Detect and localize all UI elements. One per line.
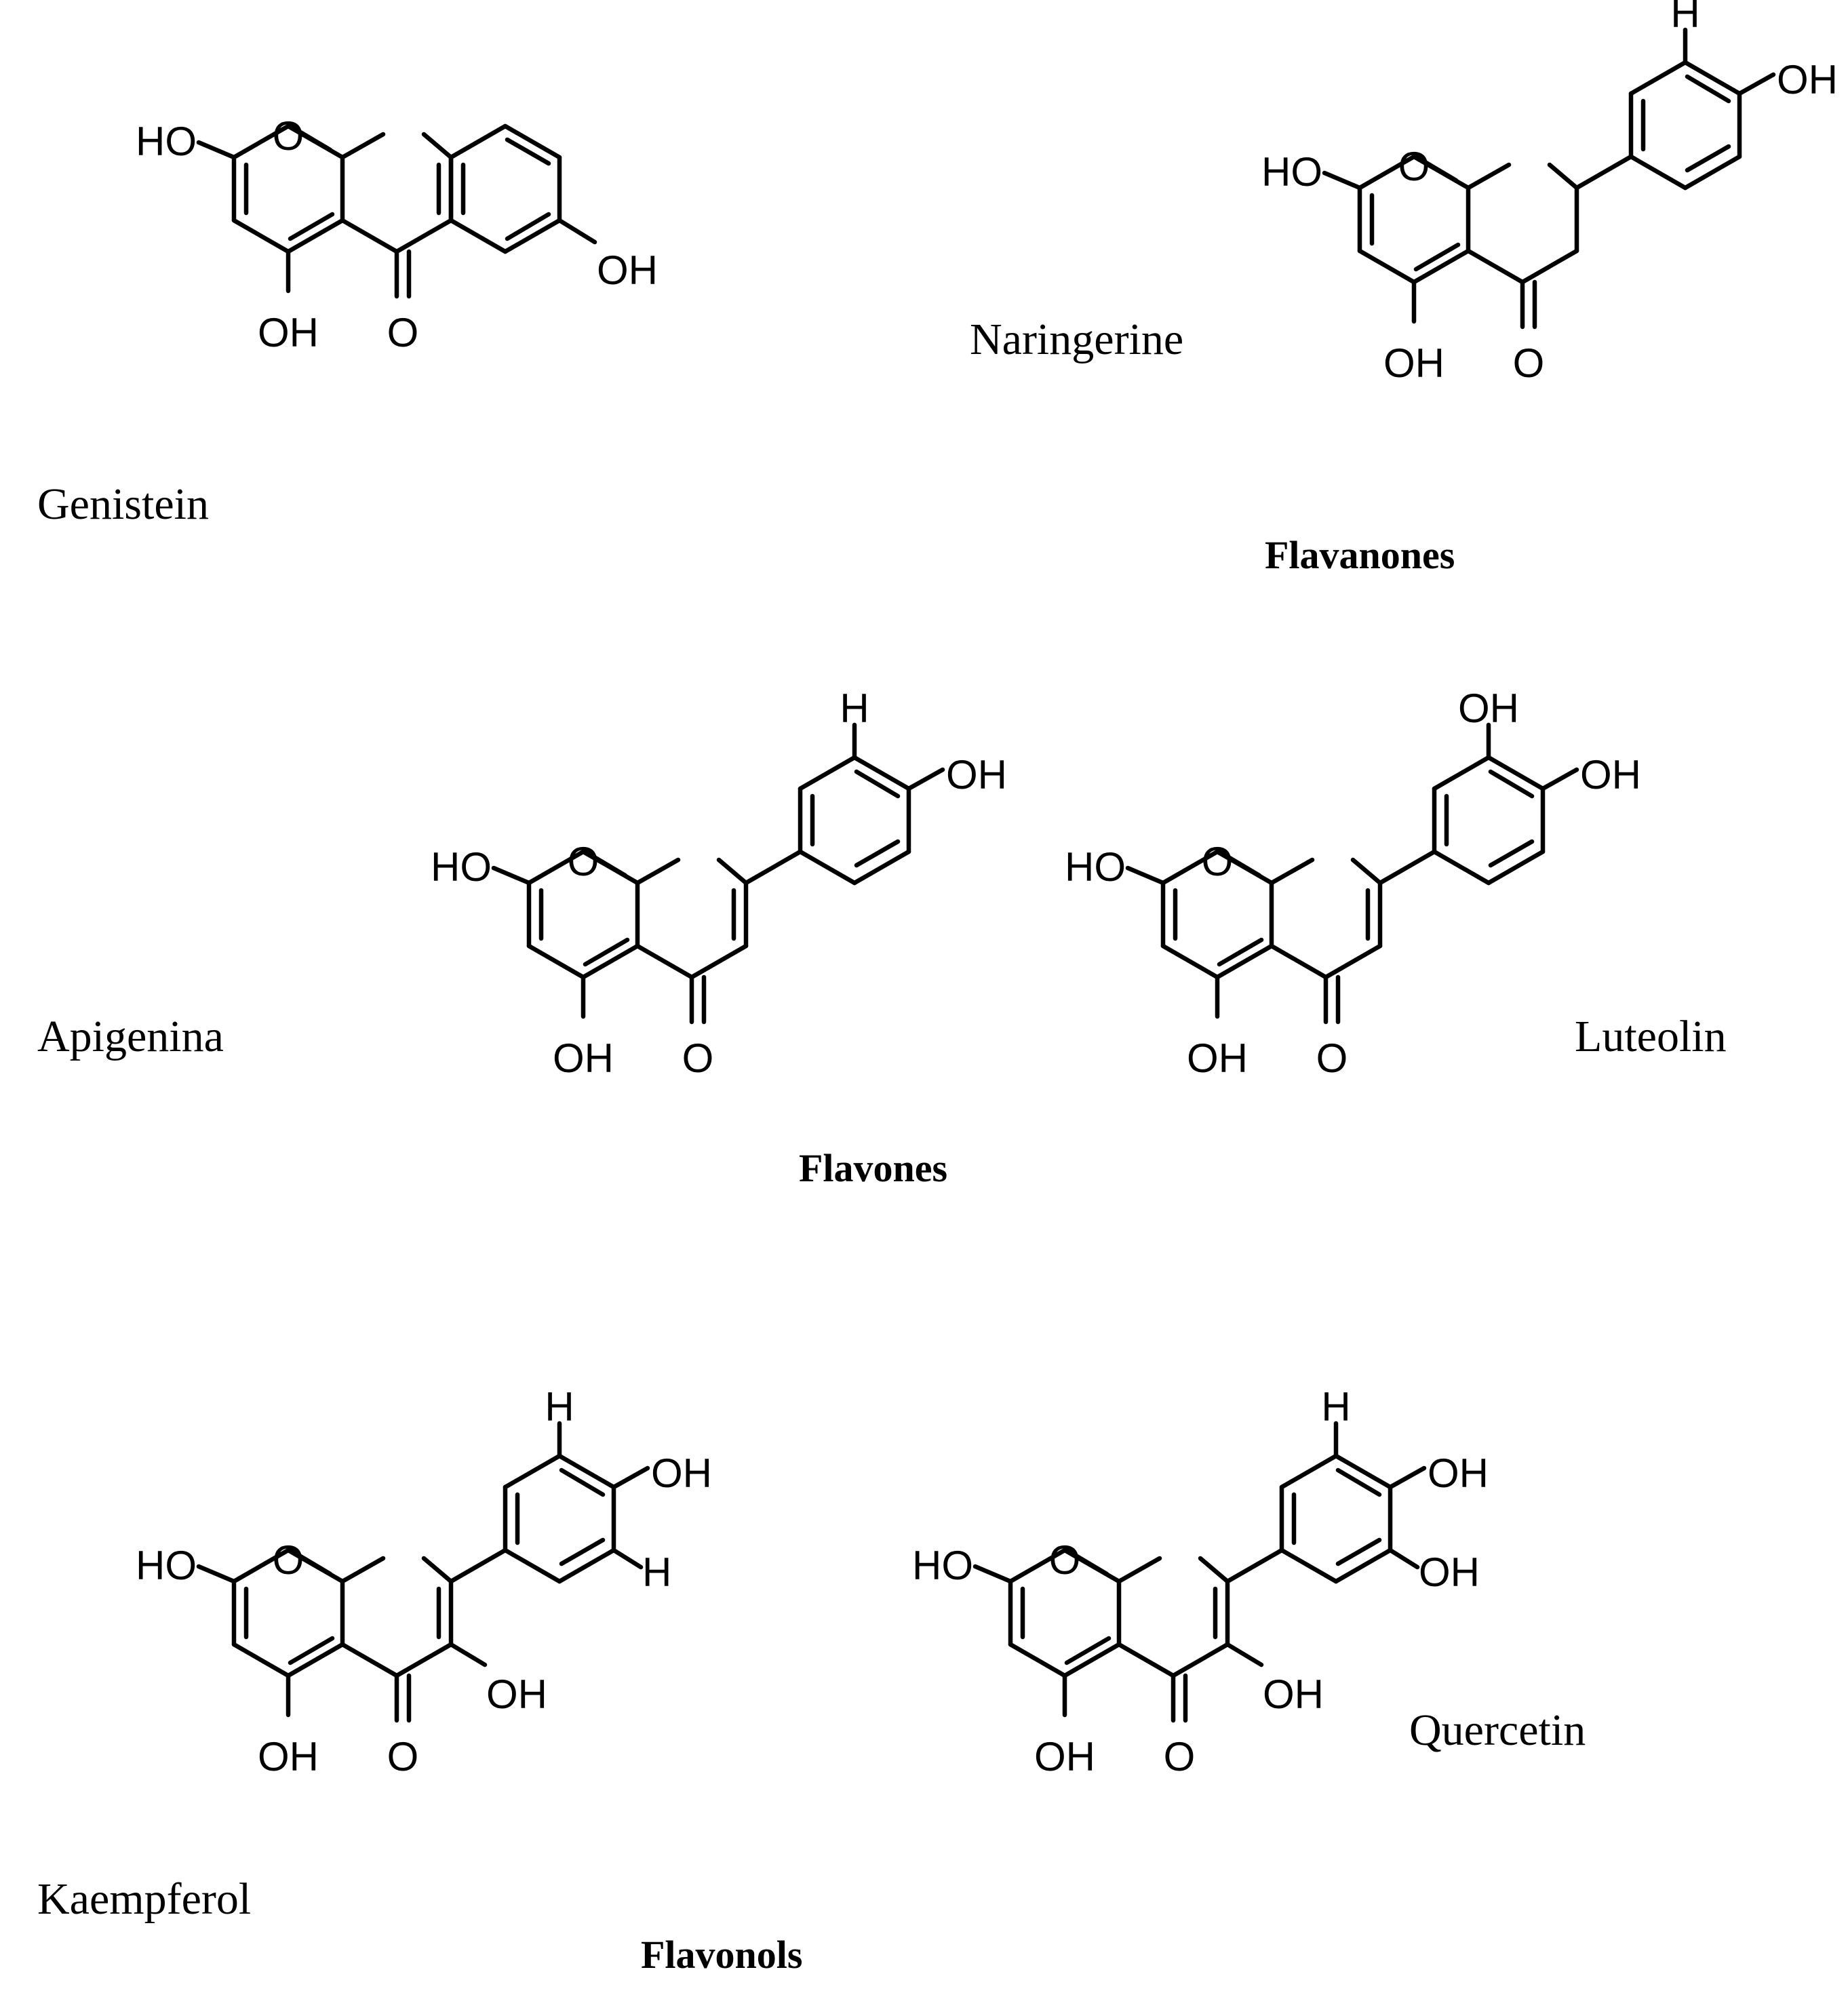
luteolin-carbonyl-label: O [1316,1035,1348,1081]
apigenina-h-3prime-label: H [840,686,869,731]
apigenina-ho-7-label: HO [431,844,492,890]
kaempferol-structure: HO O OH O OH H OH H [136,1384,712,1779]
flavonols-class-label: Flavonols [641,1933,803,1977]
genistein-oh-5-label: OH [258,310,319,355]
flavanones-class-label: Flavanones [1265,533,1455,577]
genistein-ho-7-label: HO [136,119,197,164]
naringerine-name: Naringerine [970,315,1183,364]
naringerine-oh-5-label: OH [1383,340,1444,386]
kaempferol-name: Kaempferol [37,1874,251,1924]
naringerine-ho-7-label: HO [1261,149,1322,195]
luteolin-structure: HO O OH O OH OH [1065,686,1641,1081]
luteolin-ho-7-label: HO [1065,844,1126,890]
luteolin-ring-oxygen-label: O [1202,839,1234,884]
genistein-carbonyl-label: O [387,310,419,355]
genistein-ring-oxygen-label: O [273,113,304,159]
quercetin-ho-7-label: HO [912,1543,973,1588]
quercetin-structure: HO O OH O OH H OH OH [912,1384,1489,1779]
apigenina-name: Apigenina [37,1012,224,1061]
quercetin-carbonyl-label: O [1164,1734,1196,1779]
naringerine-oh-4prime-label: OH [1777,57,1838,102]
naringerine-structure: HO O OH O H OH [1261,0,1838,386]
quercetin-oh-5-label: OH [1034,1734,1095,1779]
kaempferol-oh-3-label: OH [486,1672,547,1717]
apigenina-oh-4prime-label: OH [946,752,1007,797]
kaempferol-ho-7-label: HO [136,1543,197,1588]
naringerine-carbonyl-label: O [1513,340,1545,386]
quercetin-h-3prime-label: H [1321,1384,1350,1429]
naringerine-ring-oxygen-label: O [1398,144,1430,189]
quercetin-name: Quercetin [1409,1705,1586,1755]
kaempferol-h-3prime-label: H [545,1384,574,1429]
naringerine-h-3prime-label: H [1670,0,1699,36]
luteolin-oh-3prime-label: OH [1458,686,1519,731]
apigenina-carbonyl-label: O [682,1035,714,1081]
luteolin-name: Luteolin [1575,1012,1727,1061]
kaempferol-oh-5-label: OH [258,1734,319,1779]
genistein-structure: HO O OH O OH [136,113,658,355]
kaempferol-oh-4prime-label: OH [651,1451,712,1496]
quercetin-oh-4prime-label: OH [1428,1451,1489,1496]
genistein-name: Genistein [37,479,209,529]
genistein-oh-4prime-label: OH [597,248,658,293]
quercetin-oh-3-label: OH [1263,1672,1324,1717]
quercetin-ring-oxygen-label: O [1049,1537,1081,1583]
apigenina-ring-oxygen-label: O [568,839,599,884]
kaempferol-ring-oxygen-label: O [273,1537,304,1583]
kaempferol-h-5prime-label: H [642,1550,671,1595]
apigenina-oh-5-label: OH [553,1035,614,1081]
apigenina-structure: HO O OH O H OH [431,686,1007,1081]
quercetin-oh-5prime-label: OH [1419,1550,1480,1595]
kaempferol-carbonyl-label: O [387,1734,419,1779]
flavones-class-label: Flavones [799,1146,947,1190]
luteolin-oh-5-label: OH [1187,1035,1248,1081]
luteolin-oh-4prime-label: OH [1580,752,1641,797]
